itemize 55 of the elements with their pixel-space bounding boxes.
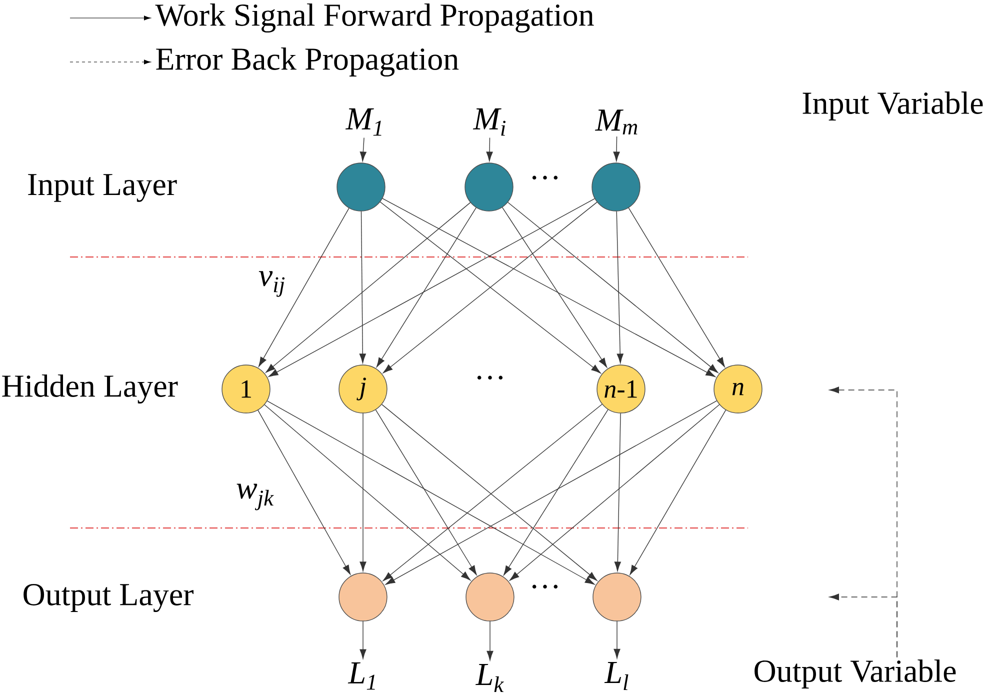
layer-label: Input Variable [802, 92, 983, 120]
legend-text: Error Back Propagation [156, 47, 459, 77]
layer-label: Hidden Layer [2, 374, 178, 404]
arrow [614, 621, 620, 658]
input-neuron [464, 162, 514, 212]
arrow [385, 400, 718, 585]
variable-label: L$_{1}$ [348, 662, 375, 690]
arrow [510, 404, 720, 581]
variable-label: L$_{k}$ [476, 664, 504, 692]
ellipsis: ··· [532, 584, 558, 589]
arrow [360, 413, 366, 572]
arrow [486, 621, 494, 660]
arrow [268, 198, 595, 377]
legend-text: Work Signal Forward Propagation [155, 3, 594, 33]
layer-label: Input Layer [28, 174, 177, 202]
output-neuron [338, 572, 388, 622]
arrow [508, 202, 718, 373]
arrow [616, 210, 624, 364]
arrow [829, 594, 898, 658]
arrow [266, 400, 595, 585]
output-neuron [466, 572, 514, 622]
output-neuron [592, 572, 642, 622]
arrow [630, 410, 726, 575]
ellipsis: ··· [532, 176, 558, 180]
ellipsis: ··· [477, 376, 503, 380]
variable-label: M$_{i}$ [472, 108, 506, 136]
weight-label: v$_{ij}$ [258, 271, 285, 297]
arrow [614, 412, 621, 572]
hidden-neuron: n [714, 364, 762, 414]
arrow [375, 409, 477, 576]
arrow [266, 202, 471, 373]
arrow [486, 137, 493, 162]
variable-label: L$_{l}$ [604, 662, 628, 690]
text-label: Output Variable [754, 660, 956, 688]
input-neuron [592, 162, 640, 212]
hidden-neuron: n-1 [596, 364, 646, 414]
arrow [504, 409, 608, 576]
hidden-neuron: 1 [222, 364, 270, 414]
arrow [264, 404, 471, 580]
weight-label: w$_{jk}$ [236, 484, 274, 510]
arrow [258, 208, 350, 367]
arrow [258, 410, 351, 575]
arrow [382, 198, 716, 378]
arrow [502, 207, 608, 368]
arrow [613, 136, 620, 162]
arrow [628, 208, 725, 368]
arrow [376, 207, 476, 368]
input-neuron [336, 162, 386, 212]
layer-label: Output Layer [24, 584, 194, 612]
variable-label: M$_{m}$ [594, 110, 638, 134]
hidden-neuron: j [338, 364, 388, 414]
variable-label: M$_{1}$ [345, 108, 382, 136]
arrow [359, 211, 366, 364]
arrow [360, 621, 366, 659]
arrow [360, 137, 366, 162]
